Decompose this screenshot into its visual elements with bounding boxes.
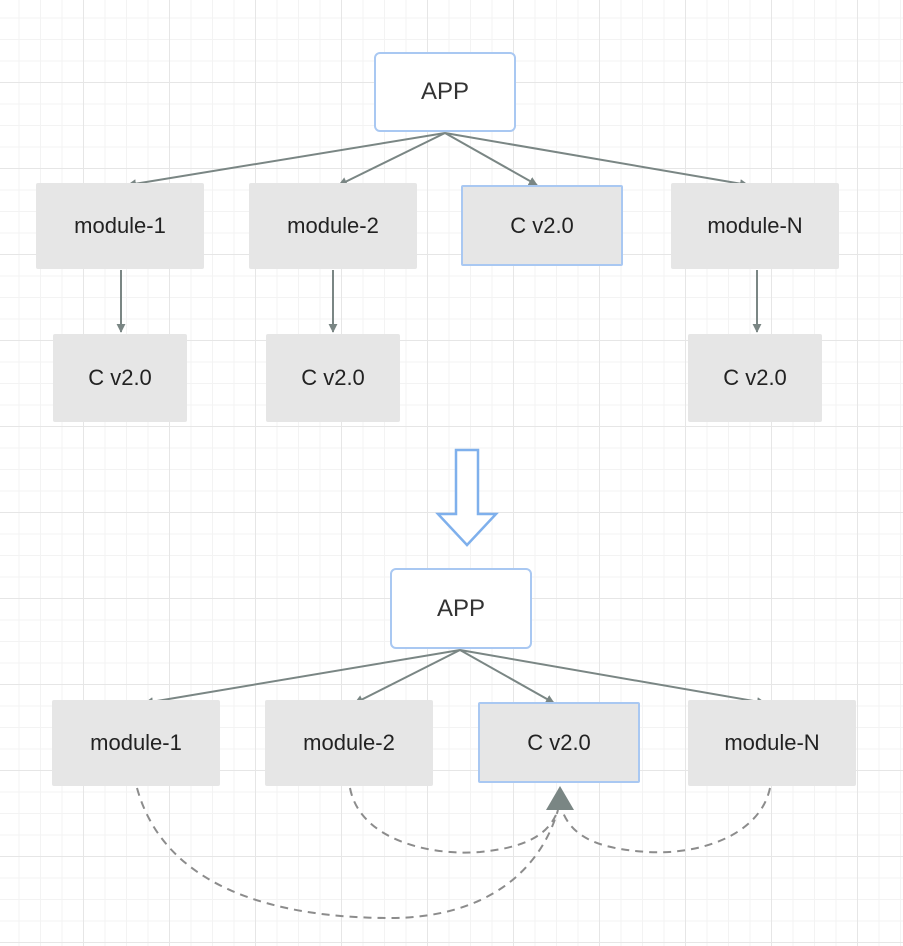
top-module-n-dependency-node: C v2.0 (688, 334, 822, 422)
dashed-module-2-to-cv2 (349, 787, 559, 854)
dashed-module-n-to-cv2 (561, 787, 771, 854)
edge-app-cv2-top (444, 132, 538, 186)
top-module-n-label: module-N (707, 213, 803, 238)
top-module-1-dependency-label: C v2.0 (88, 365, 152, 390)
edge-app-module-2-bottom (354, 649, 461, 704)
top-module-n-dependency-label: C v2.0 (723, 365, 787, 390)
top-module-2-dependency-label: C v2.0 (301, 365, 365, 390)
edge-app-module-1-top (127, 132, 446, 189)
bottom-module-n-node: module-N (688, 700, 856, 786)
top-module-n-node: module-N (671, 183, 839, 269)
bottom-app-node: APP (390, 568, 532, 649)
top-module-1-label: module-1 (74, 213, 166, 238)
top-module-2-node: module-2 (249, 183, 417, 269)
bottom-module-2-label: module-2 (303, 730, 395, 755)
bottom-module-2-node: module-2 (265, 700, 433, 786)
top-module-2-dependency-node: C v2.0 (266, 334, 400, 422)
bottom-cv2-label: C v2.0 (527, 729, 591, 755)
top-app-node: APP (374, 52, 516, 132)
dashed-arrowhead-cv2 (546, 786, 574, 810)
transition-down-arrow (435, 448, 499, 547)
top-module-1-node: module-1 (36, 183, 204, 269)
edge-app-module-1-bottom (144, 649, 461, 707)
bottom-module-1-label: module-1 (90, 730, 182, 755)
top-app-label: APP (420, 78, 470, 105)
edge-app-module-n-top (444, 132, 749, 189)
bottom-app-label: APP (436, 594, 486, 622)
edge-app-module-2-top (338, 132, 446, 186)
edge-app-module-n-bottom (459, 649, 766, 707)
top-module-1-dependency-node: C v2.0 (53, 334, 187, 422)
top-cv2-node: C v2.0 (461, 185, 623, 266)
top-module-2-label: module-2 (287, 213, 379, 238)
top-cv2-label: C v2.0 (510, 212, 574, 238)
edge-app-cv2-bottom (459, 649, 555, 704)
bottom-cv2-node: C v2.0 (478, 702, 640, 783)
dashed-module-1-to-cv2 (136, 787, 559, 920)
bottom-module-n-label: module-N (724, 730, 820, 755)
bottom-module-1-node: module-1 (52, 700, 220, 786)
